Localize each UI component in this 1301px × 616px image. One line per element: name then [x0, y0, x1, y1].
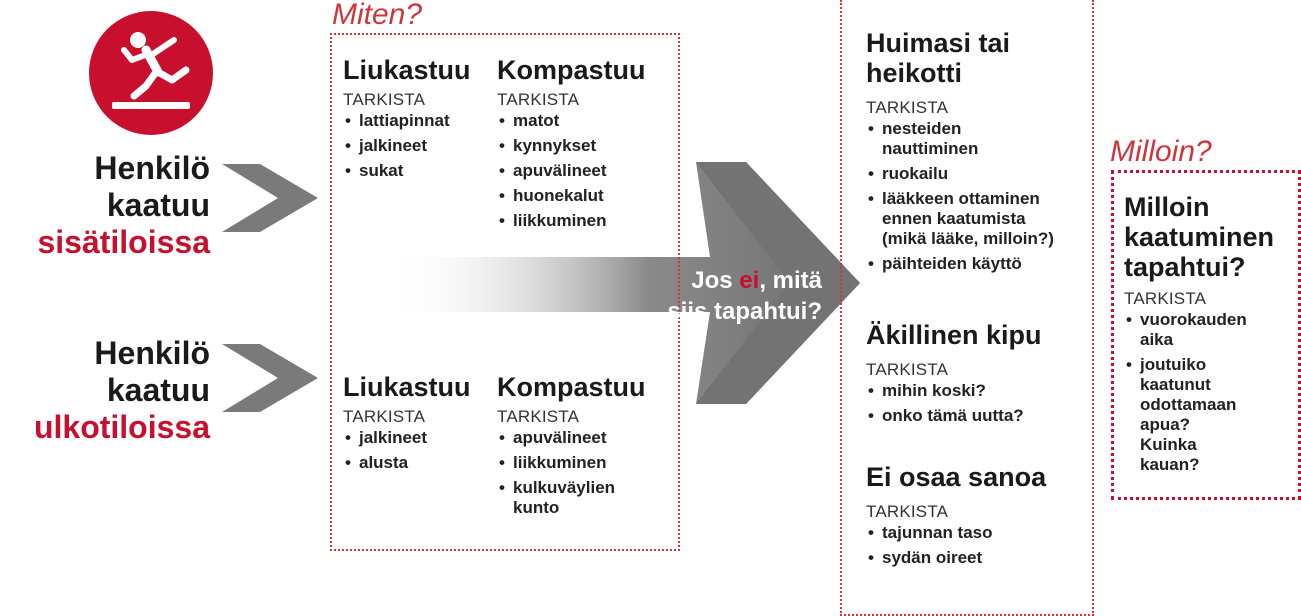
big-arrow-line1: Jos ei, mitä	[600, 265, 822, 296]
how-label: Miten?	[332, 0, 423, 31]
pain-section: Äkillinen kipu TARKISTA mihin koski? onk…	[866, 320, 1086, 431]
when-box	[1111, 170, 1301, 500]
indoor-slip-title: Liukastuu	[343, 55, 471, 85]
when-title-line2: kaatuminen	[1124, 222, 1275, 252]
outdoor-slip-title: Liukastuu	[343, 372, 471, 402]
outdoor-line1: Henkilö	[94, 335, 210, 371]
outdoor-trip-column: Kompastuu TARKISTA apuvälineet liikkumin…	[497, 372, 672, 523]
list-item: onko tämä uutta?	[866, 406, 1086, 426]
indoor-line3: sisätiloissa	[37, 224, 210, 260]
unknown-title: Ei osaa sanoa	[866, 462, 1047, 492]
big-arrow-red-word: ei	[739, 267, 760, 294]
pain-title: Äkillinen kipu	[866, 320, 1042, 350]
indoor-fall-label: Henkilö kaatuu sisätiloissa	[0, 150, 210, 261]
list-item: matot	[497, 111, 672, 131]
outdoor-fall-label: Henkilö kaatuu ulkotiloissa	[0, 335, 210, 446]
list-item: lääkkeen ottaminen ennen kaatumista (mik…	[866, 189, 1062, 249]
indoor-trip-list: matot kynnykset apuvälineet huonekalut l…	[497, 111, 672, 231]
outdoor-trip-list: apuvälineet liikkuminen kulkuväylien kun…	[497, 428, 672, 518]
person-falling-icon	[88, 10, 214, 136]
check-label: TARKISTA	[497, 407, 580, 426]
dizzy-title-line1: Huimasi tai	[866, 28, 1011, 58]
check-label: TARKISTA	[343, 407, 426, 426]
check-label: TARKISTA	[866, 502, 949, 521]
list-item: tajunnan taso	[866, 523, 1086, 543]
list-item: apuvälineet	[497, 428, 672, 448]
indoor-line1: Henkilö	[94, 150, 210, 186]
unknown-list: tajunnan taso sydän oireet	[866, 523, 1086, 568]
list-item: kynnykset	[497, 136, 672, 156]
outdoor-trip-title: Kompastuu	[497, 372, 646, 402]
check-label: TARKISTA	[1124, 289, 1207, 308]
dizzy-title-line2: heikotti	[866, 58, 963, 88]
check-label: TARKISTA	[343, 90, 426, 109]
check-label: TARKISTA	[497, 90, 580, 109]
list-item: sydän oireet	[866, 548, 1086, 568]
big-arrow-part1: Jos	[691, 267, 740, 294]
big-arrow-text: Jos ei, mitä siis tapahtui?	[600, 265, 822, 327]
list-item: liikkuminen	[497, 211, 672, 231]
list-item: päihteiden käyttö	[866, 254, 1056, 274]
indoor-trip-column: Kompastuu TARKISTA matot kynnykset apuvä…	[497, 55, 672, 236]
indoor-line2: kaatuu	[106, 187, 210, 223]
check-label: TARKISTA	[866, 98, 949, 117]
list-item: huonekalut	[497, 186, 672, 206]
list-item: mihin koski?	[866, 381, 1086, 401]
check-label: TARKISTA	[866, 360, 949, 379]
list-item: liikkuminen	[497, 453, 672, 473]
when-title-line1: Milloin	[1124, 192, 1210, 222]
indoor-slip-column: Liukastuu TARKISTA lattiapinnat jalkinee…	[343, 55, 493, 186]
big-arrow-line2: siis tapahtui?	[667, 298, 822, 325]
when-label: Milloin?	[1110, 135, 1212, 168]
list-item: kulkuväylien kunto	[497, 478, 633, 518]
list-item: apuvälineet	[497, 161, 672, 181]
when-list: vuorokauden aika joutuiko kaatunut odott…	[1124, 310, 1296, 475]
list-item: nesteiden nauttiminen	[866, 119, 1002, 159]
dizzy-list: nesteiden nauttiminen ruokailu lääkkeen …	[866, 119, 1056, 274]
indoor-trip-title: Kompastuu	[497, 55, 646, 85]
indoor-slip-list: lattiapinnat jalkineet sukat	[343, 111, 493, 181]
list-item: vuorokauden aika	[1124, 310, 1250, 350]
arrow-right-icon	[222, 162, 318, 234]
unknown-section: Ei osaa sanoa TARKISTA tajunnan taso syd…	[866, 462, 1086, 573]
list-item: ruokailu	[866, 164, 1056, 184]
list-item: alusta	[343, 453, 493, 473]
arrow-right-icon	[222, 342, 318, 414]
pain-list: mihin koski? onko tämä uutta?	[866, 381, 1086, 426]
outdoor-slip-column: Liukastuu TARKISTA jalkineet alusta	[343, 372, 493, 478]
list-item: joutuiko kaatunut odottamaan apua? Kuink…	[1124, 355, 1250, 475]
how-box	[330, 33, 680, 551]
dizzy-section: Huimasi tai heikotti TARKISTA nesteiden …	[866, 28, 1086, 279]
when-title-line3: tapahtui?	[1124, 252, 1246, 282]
outdoor-line2: kaatuu	[106, 372, 210, 408]
outdoor-line3: ulkotiloissa	[33, 409, 210, 445]
big-arrow-right-icon	[390, 162, 860, 404]
list-item: jalkineet	[343, 428, 493, 448]
when-section: Milloin kaatuminen tapahtui? TARKISTA vu…	[1124, 192, 1296, 480]
causes-box	[840, 0, 1094, 616]
list-item: lattiapinnat	[343, 111, 493, 131]
list-item: sukat	[343, 161, 493, 181]
list-item: jalkineet	[343, 136, 493, 156]
outdoor-slip-list: jalkineet alusta	[343, 428, 493, 473]
big-arrow-part2: , mitä	[759, 267, 822, 294]
